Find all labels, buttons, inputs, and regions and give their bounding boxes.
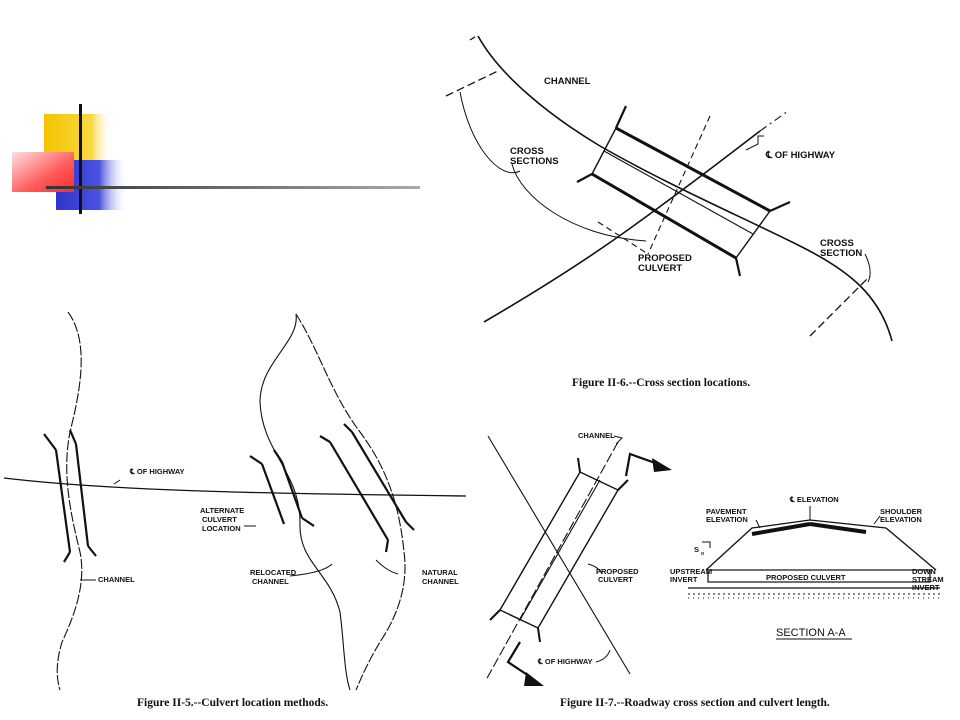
highway-centerline (483, 130, 761, 323)
label-cross-sections: CROSS (510, 146, 544, 157)
label-channel: CHANNEL (544, 76, 591, 87)
label-downstream-2: STREAM (912, 575, 944, 584)
slide-logo (12, 104, 420, 214)
label-upstream-invert: UPSTREAM (670, 567, 712, 576)
label-shoulder-2: ELEVATION (880, 515, 922, 524)
cross-section-downstream (809, 275, 871, 337)
label-cross-section: CROSS (820, 238, 854, 249)
figure-ii-7-caption: Figure II-7.--Roadway cross section and … (560, 697, 830, 709)
figure-ii-6-caption: Figure II-6.--Cross section locations. (572, 377, 751, 389)
channel-natural (295, 313, 406, 691)
logo-horizontal-bar (46, 186, 420, 189)
label-cross-section-2: SECTION (820, 248, 862, 259)
label-cross-sections-2: SECTIONS (510, 156, 559, 167)
highway-centerline (487, 435, 631, 675)
cross-section-upstream (445, 69, 501, 97)
channel-line (485, 441, 619, 681)
figure-ii-7: CHANNEL PROPOSED CULVERT ℄ OF HIGHWAY (480, 424, 956, 694)
figure-ii-6: CHANNEL CROSS SECTIONS ℄ OF HIGHWAY PROP… (440, 36, 910, 356)
label-natural-channel: NATURAL (422, 568, 458, 577)
label-relocated-2: CHANNEL (252, 577, 289, 586)
channel-relocated (259, 313, 351, 691)
label-alternate-3: LOCATION (202, 524, 241, 533)
figure-ii-6-drawing: CHANNEL CROSS SECTIONS ℄ OF HIGHWAY PROP… (445, 36, 893, 342)
label-proposed-culvert: PROPOSED (638, 253, 692, 264)
figure-ii-5-drawing: ℄ OF HIGHWAY ALTERNATE CULVERT LOCATION … (3, 312, 467, 691)
label-relocated-channel: RELOCATED (250, 568, 297, 577)
figure-ii-5: ℄ OF HIGHWAY ALTERNATE CULVERT LOCATION … (0, 312, 470, 692)
label-channel: CHANNEL (578, 431, 615, 440)
label-proposed-culvert-2: CULVERT (638, 263, 682, 274)
label-alternate-2: CULVERT (202, 515, 237, 524)
label-cl-elevation: ℄ ELEVATION (789, 495, 839, 504)
channel-left (56, 312, 83, 691)
figure-ii-5-caption: Figure II-5.--Culvert location methods. (137, 697, 329, 709)
label-downstream-invert: DOWN (912, 567, 936, 576)
label-proposed-culvert-section: PROPOSED CULVERT (766, 573, 846, 582)
label-cl-of-highway: ℄ OF HIGHWAY (765, 150, 836, 161)
label-upstream-2: INVERT (670, 575, 698, 584)
label-natural-2: CHANNEL (422, 577, 459, 586)
label-downstream-3: INVERT (912, 583, 940, 592)
label-slope-sub: o (701, 551, 704, 557)
label-channel: CHANNEL (98, 575, 135, 584)
label-pavement-elevation: PAVEMENT (706, 507, 747, 516)
highway-centerline (3, 477, 467, 497)
section-a-a: ℄ ELEVATION PAVEMENT ELEVATION SHOULDER … (670, 495, 944, 640)
label-shoulder-elevation: SHOULDER (880, 507, 923, 516)
label-cl-of-highway: ℄ OF HIGHWAY (537, 657, 593, 666)
label-proposed-culvert: PROPOSED (596, 567, 639, 576)
figure-ii-7-drawing: CHANNEL PROPOSED CULVERT ℄ OF HIGHWAY (485, 431, 944, 686)
proposed-culvert-box (576, 105, 791, 277)
label-proposed-culvert-2: CULVERT (598, 575, 633, 584)
logo-vertical-bar (79, 104, 82, 214)
plan-view: CHANNEL PROPOSED CULVERT ℄ OF HIGHWAY (485, 431, 672, 686)
label-slope: S (694, 545, 699, 554)
label-alternate-culvert-location: ALTERNATE (200, 506, 244, 515)
channel-line (477, 36, 893, 342)
label-cl-of-highway: ℄ OF HIGHWAY (129, 467, 185, 476)
label-section-a-a: SECTION A-A (776, 627, 846, 639)
logo-red-square (12, 152, 74, 192)
label-pavement-2: ELEVATION (706, 515, 748, 524)
